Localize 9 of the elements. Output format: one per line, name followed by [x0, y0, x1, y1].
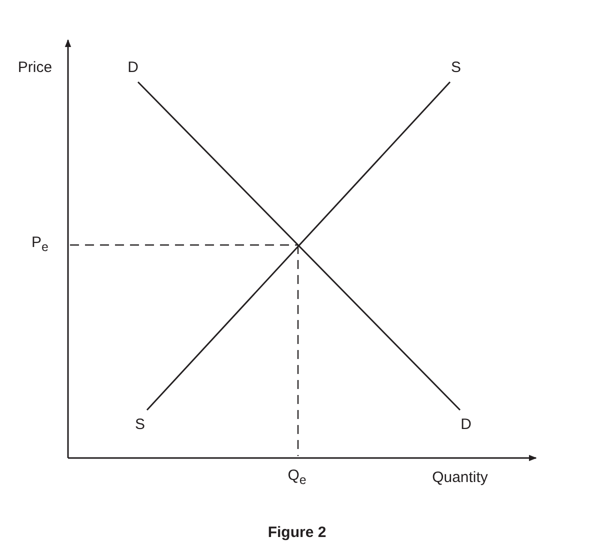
axis-title: Price — [18, 60, 52, 76]
supply-curve-label: S — [135, 416, 145, 434]
axis-title: Quantity — [432, 470, 488, 486]
supply-curve-label: S — [451, 60, 461, 76]
demand-curve-label: D — [128, 60, 138, 76]
figure-caption: Figure 2 — [268, 524, 326, 542]
equilibrium-price-label: P$_{e}$ — [32, 235, 48, 255]
equilibrium-quantity-label: Q$_{e}$ — [288, 468, 306, 488]
demand-curve-label: D — [460, 416, 472, 434]
